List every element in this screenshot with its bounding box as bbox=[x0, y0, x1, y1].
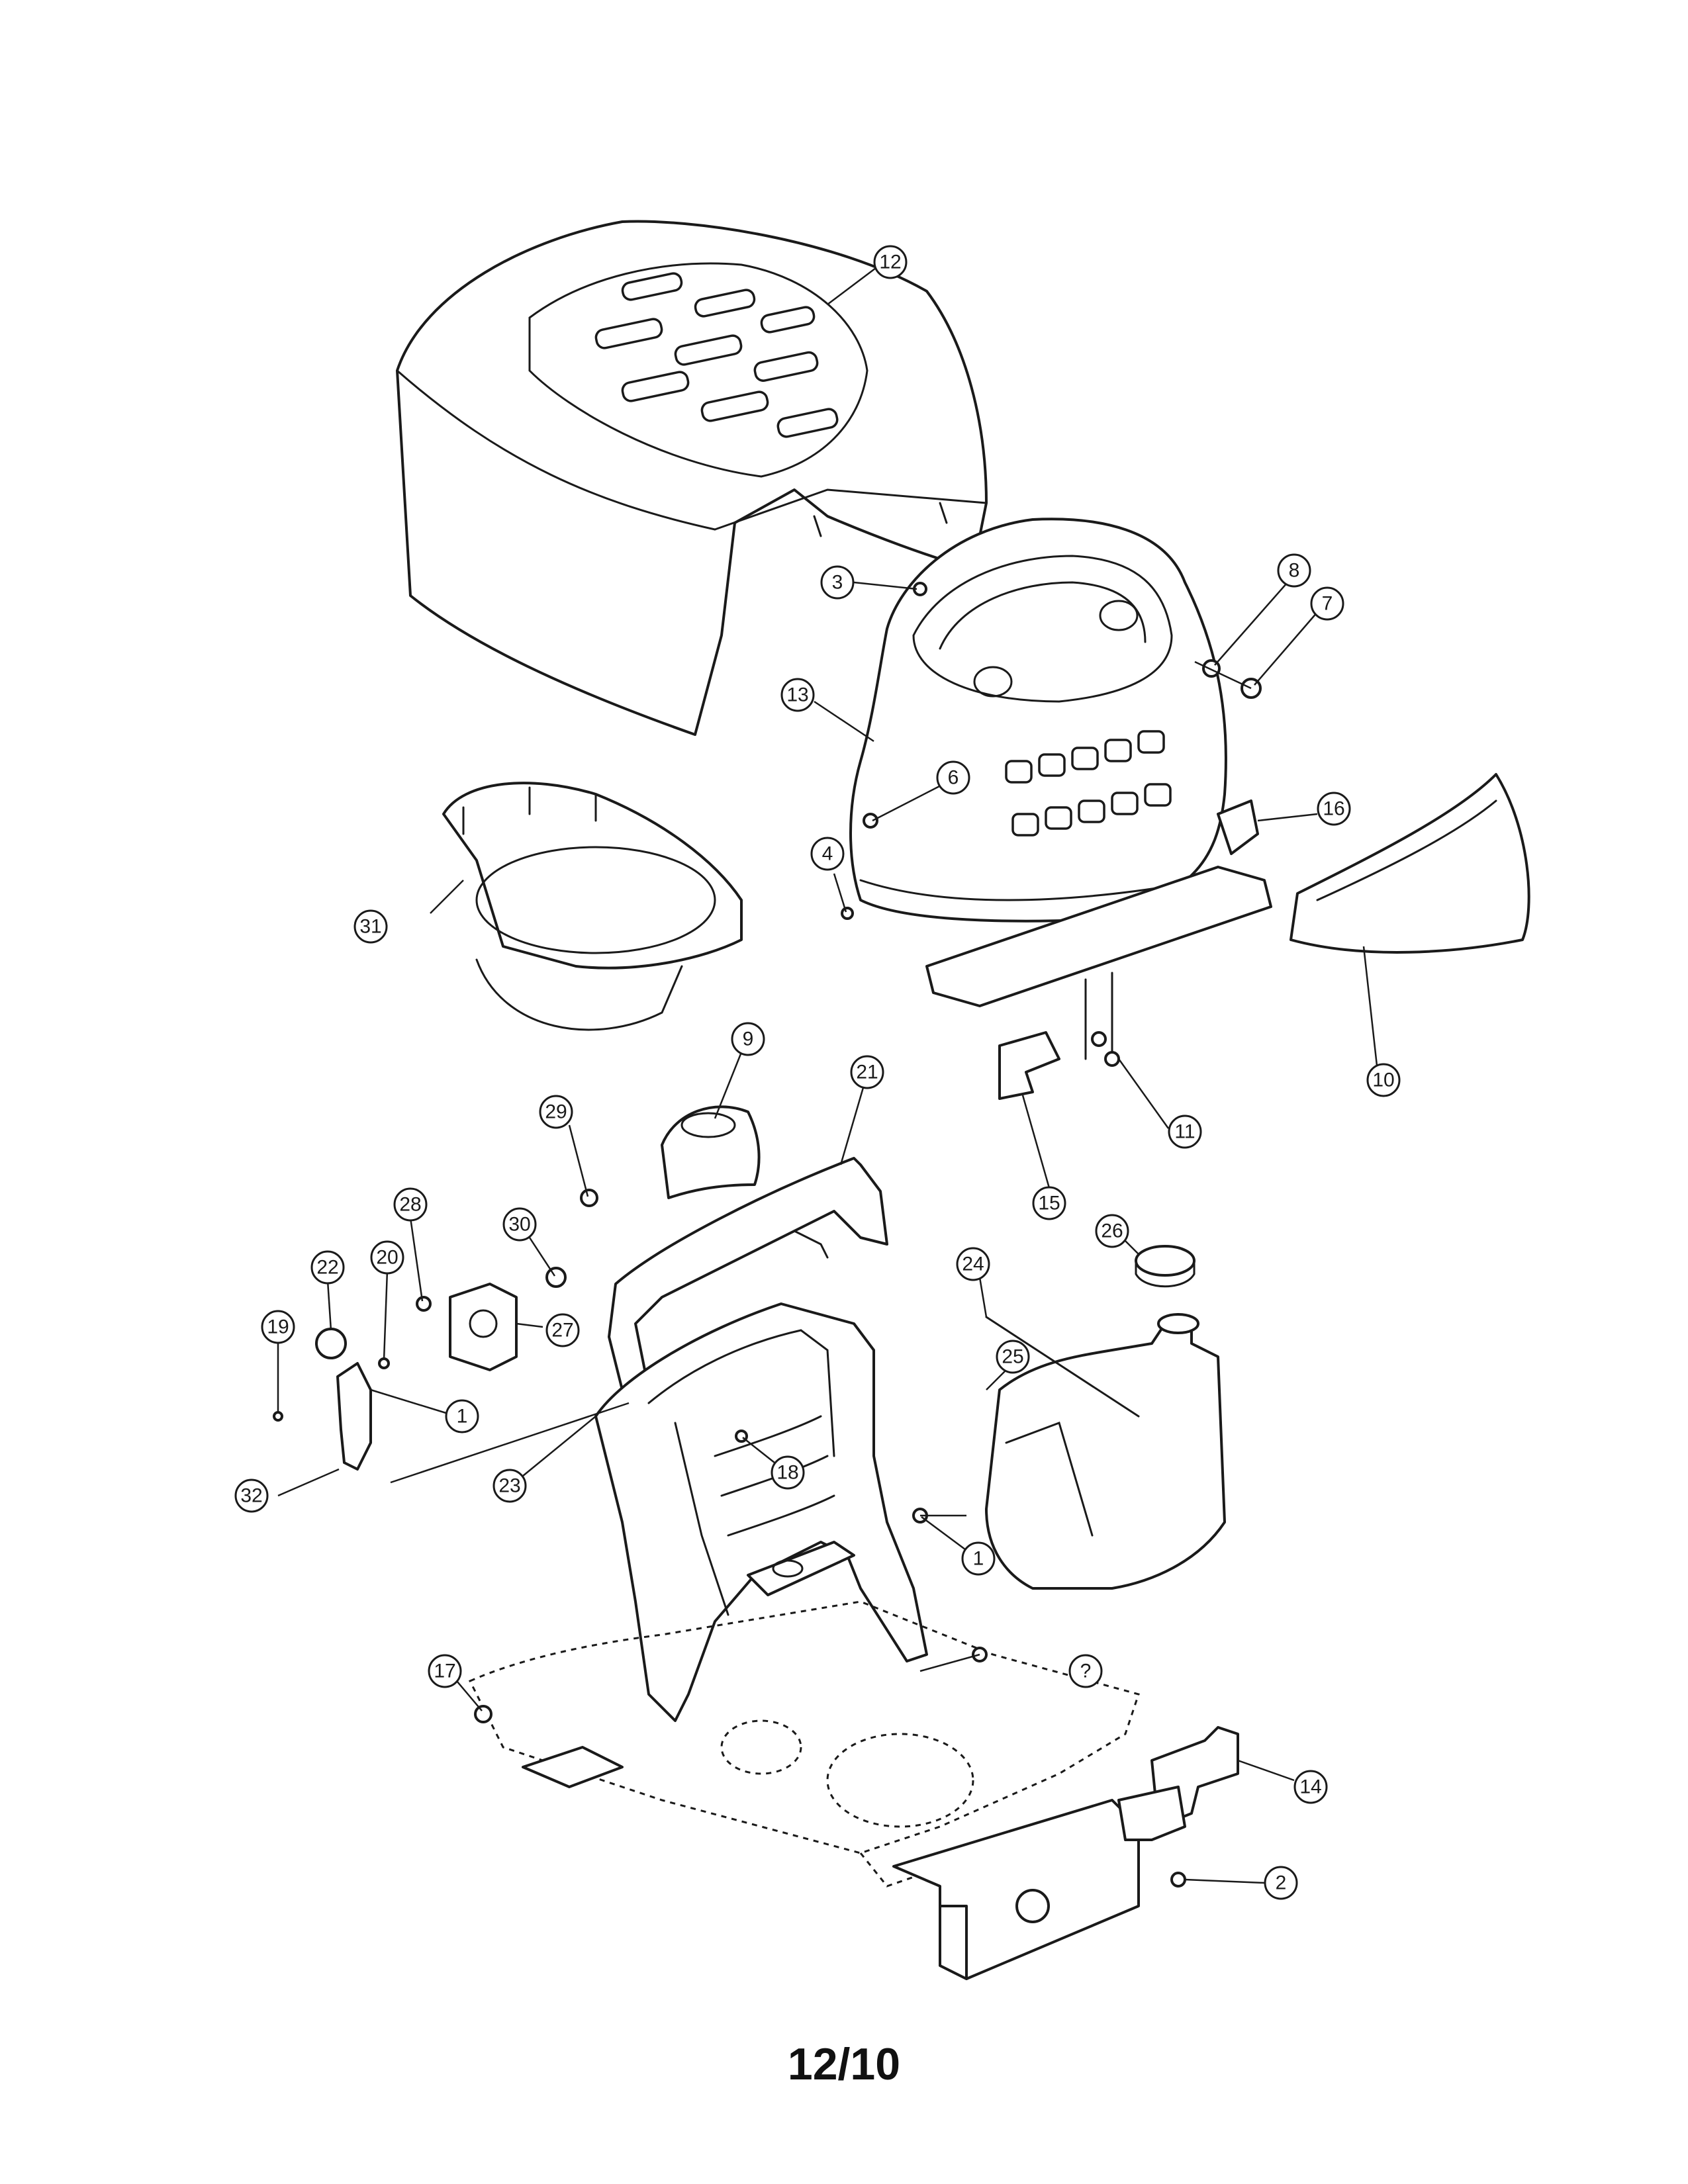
callout-label: 28 bbox=[399, 1194, 421, 1216]
callout: 14 bbox=[1293, 1770, 1328, 1804]
callout: 1 bbox=[961, 1541, 996, 1576]
callout: 20 bbox=[370, 1240, 404, 1275]
callout: 6 bbox=[936, 760, 970, 795]
hood-vents bbox=[594, 272, 839, 438]
callout-label: 11 bbox=[1174, 1121, 1195, 1143]
callout: 27 bbox=[545, 1313, 580, 1347]
callout: 9 bbox=[731, 1022, 765, 1056]
callout-label: 1 bbox=[973, 1548, 984, 1570]
callout: 26 bbox=[1095, 1214, 1129, 1248]
callout-label: 1 bbox=[457, 1406, 468, 1428]
grille-part bbox=[849, 518, 1227, 923]
callout-label: 7 bbox=[1322, 593, 1333, 615]
knob-housing-part bbox=[661, 1105, 761, 1199]
callout-label: 31 bbox=[359, 916, 381, 938]
leader-lines bbox=[277, 261, 1378, 1884]
callout-label: 27 bbox=[551, 1320, 573, 1342]
bumper-strip-part bbox=[1289, 773, 1530, 954]
callout: 17 bbox=[428, 1654, 462, 1688]
callout-label: 15 bbox=[1038, 1193, 1060, 1214]
callout-label: 10 bbox=[1372, 1069, 1394, 1091]
callout: 25 bbox=[996, 1340, 1030, 1374]
grille-openings bbox=[1005, 730, 1172, 837]
callout-label: 30 bbox=[508, 1214, 530, 1236]
callout-label: 32 bbox=[240, 1485, 262, 1507]
fuel-tank-part bbox=[985, 1245, 1226, 1590]
callout: 29 bbox=[539, 1095, 573, 1129]
callout-label: 19 bbox=[267, 1316, 289, 1338]
callout-label: 3 bbox=[832, 572, 843, 594]
callout: 3 bbox=[820, 565, 855, 600]
callout-label: 21 bbox=[856, 1062, 878, 1083]
callout-label: 2 bbox=[1276, 1872, 1287, 1894]
page-number: 12/10 bbox=[787, 2039, 901, 2089]
callout: 22 bbox=[310, 1250, 345, 1285]
callout: 24 bbox=[956, 1247, 990, 1281]
callout-label: 8 bbox=[1289, 560, 1300, 582]
dash-shroud-part bbox=[442, 782, 743, 1031]
hood-part bbox=[396, 220, 988, 736]
callout: 1 bbox=[445, 1399, 479, 1433]
callout-label: 23 bbox=[498, 1475, 520, 1497]
throttle-control-part bbox=[315, 1328, 372, 1471]
callout-label: 18 bbox=[776, 1462, 798, 1484]
callout-label: 25 bbox=[1002, 1346, 1023, 1368]
callout: 10 bbox=[1366, 1063, 1401, 1097]
callout: 4 bbox=[810, 837, 845, 871]
callout: 11 bbox=[1168, 1115, 1202, 1149]
rear-bracket-part bbox=[1117, 1726, 1239, 1841]
callout: 30 bbox=[502, 1207, 537, 1242]
callout: 15 bbox=[1032, 1186, 1066, 1220]
callout: 8 bbox=[1277, 553, 1311, 588]
callout: 23 bbox=[492, 1469, 527, 1503]
frame-part bbox=[468, 1600, 1140, 1980]
callout: 31 bbox=[353, 909, 388, 944]
callout: 32 bbox=[234, 1479, 269, 1513]
callout-label: 29 bbox=[545, 1101, 567, 1123]
dash-pedestal-part bbox=[594, 1302, 928, 1722]
callout: 19 bbox=[261, 1310, 295, 1344]
callout-label: 13 bbox=[786, 684, 808, 706]
callout-label: 12 bbox=[879, 251, 901, 273]
callout-label: 17 bbox=[434, 1661, 455, 1682]
callout: 28 bbox=[393, 1187, 428, 1222]
callout: 7 bbox=[1310, 586, 1344, 621]
callout-label: 24 bbox=[962, 1253, 984, 1275]
callout-label: 6 bbox=[948, 767, 959, 789]
callout: 13 bbox=[780, 678, 815, 712]
callout: 16 bbox=[1317, 792, 1351, 826]
callout: ? bbox=[1068, 1654, 1103, 1688]
callout: 12 bbox=[873, 245, 908, 279]
callout: 2 bbox=[1264, 1866, 1298, 1900]
callout-label: ? bbox=[1080, 1661, 1092, 1682]
callout-label: 9 bbox=[743, 1028, 754, 1050]
callout-label: 26 bbox=[1101, 1220, 1123, 1242]
callout: 21 bbox=[850, 1055, 884, 1089]
callout-label: 4 bbox=[822, 843, 833, 865]
callout: 18 bbox=[771, 1455, 805, 1490]
dash-panel-part bbox=[608, 1157, 888, 1391]
ignition-switch-part bbox=[449, 1283, 518, 1371]
callout-label: 14 bbox=[1299, 1776, 1321, 1798]
callout-label: 22 bbox=[316, 1257, 338, 1279]
callout-label: 20 bbox=[376, 1247, 398, 1269]
callout-label: 16 bbox=[1323, 798, 1344, 820]
hood-bracket-part bbox=[925, 799, 1272, 1100]
